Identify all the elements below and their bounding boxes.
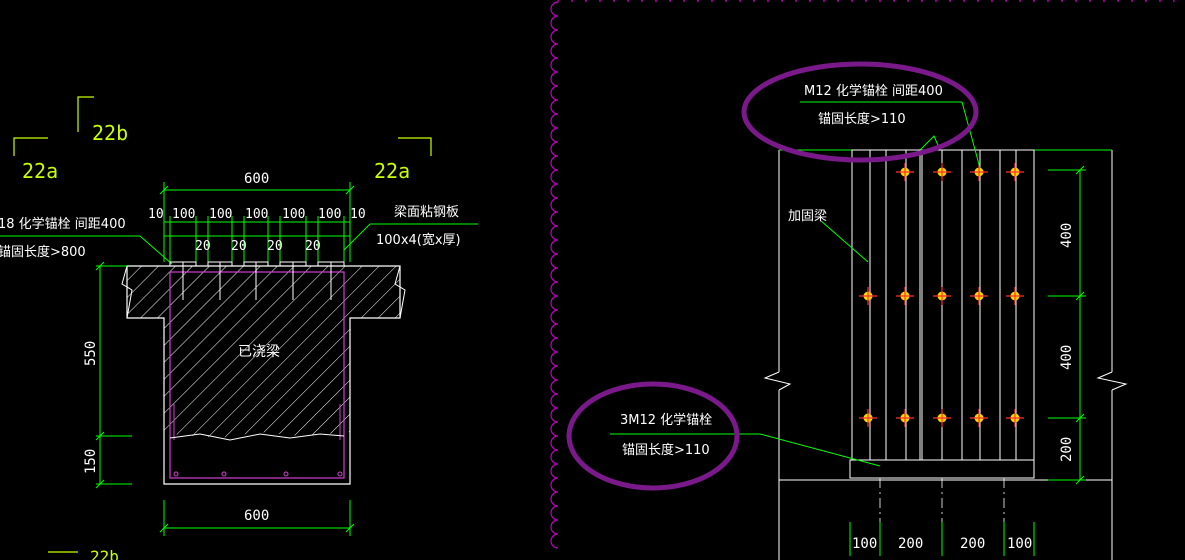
- dim-gap-label: 20: [267, 239, 283, 254]
- dim-gap-label: 20: [195, 239, 211, 254]
- dim-right-200: 200: [1059, 437, 1075, 462]
- dim-top-segment-label: 100: [318, 207, 341, 222]
- section-label-22a-right: 22a: [374, 159, 410, 183]
- existing-beam-label: 已浇梁: [238, 344, 280, 360]
- anchor-left-line2: 锚固长度>800: [0, 244, 86, 260]
- dim-top-segment-label: 100: [245, 207, 268, 222]
- callout-top-line1: M12 化学锚栓 间距400: [804, 83, 943, 99]
- section-label-22a-left: 22a: [22, 159, 58, 183]
- steel-plate-line1: 梁面粘钢板: [394, 205, 459, 220]
- right-elevation: 加固梁 400 400 200 100 200 200 100: [566, 61, 1128, 560]
- anchor-bolts: [859, 163, 1024, 427]
- dim-right-400-mid: 400: [1059, 345, 1075, 370]
- beam-section: [121, 261, 406, 485]
- steel-plate-line2: 100x4(宽x厚): [376, 232, 461, 248]
- dim-height-550-label: 550: [83, 341, 99, 366]
- anchor-left-leader: [0, 235, 173, 265]
- steel-plate-leader: [343, 223, 478, 251]
- dim-top-segment-label: 100: [282, 207, 305, 222]
- dim-right-vertical: [1048, 165, 1086, 485]
- section-mark-22a-left: [13, 137, 48, 156]
- section-mark-22b: [77, 96, 94, 132]
- dim-top-width-label: 600: [244, 171, 269, 187]
- dim-top-segment-label: 100: [172, 207, 195, 222]
- callout-bottom-line1: 3M12 化学锚栓: [620, 412, 712, 428]
- dim-right-400-top: 400: [1059, 223, 1075, 248]
- anchor-left-line1: 18 化学锚栓 间距400: [0, 216, 126, 232]
- dim-top-segment-label: 10: [148, 207, 164, 222]
- callout-top-ellipse: [741, 61, 979, 163]
- section-label-22b: 22b: [92, 121, 128, 145]
- callout-bottom-line2: 锚固长度>110: [622, 442, 710, 458]
- dim-bottom-100-right: 100: [1007, 536, 1032, 552]
- section-label-bottom: 22b: [90, 547, 119, 560]
- dim-bottom-100-left: 100: [852, 536, 877, 552]
- dim-gap-label: 20: [305, 239, 321, 254]
- stiffening-beam-label: 加固梁: [788, 209, 827, 224]
- section-mark-22a-right: [398, 137, 432, 156]
- revision-cloud: [550, 0, 1175, 549]
- dim-bottom-200-left: 200: [898, 536, 923, 552]
- dim-segments: [164, 216, 350, 262]
- dim-bottom-horizontal: [849, 522, 1035, 556]
- dim-top-segment-label: 100: [209, 207, 232, 222]
- dim-bottom-width-label: 600: [244, 508, 269, 524]
- dim-height-150-label: 150: [83, 449, 99, 474]
- dim-vertical: [95, 261, 132, 489]
- dim-bottom-200-right: 200: [960, 536, 985, 552]
- callout-bottom-ellipse: [566, 381, 740, 491]
- dim-gap-label: 20: [231, 239, 247, 254]
- dim-bottom-600: [159, 500, 355, 536]
- steel-strips: [849, 149, 1035, 479]
- left-section: 22b 22a 22a 600 10 100 100 100 100 100: [0, 96, 478, 560]
- dim-top-segment-labels: 10 100 100 100 100 100 10: [148, 207, 366, 222]
- callout-top-line2: 锚固长度>110: [818, 111, 906, 127]
- dim-top-segment-label: 10: [350, 207, 366, 222]
- dim-gap-labels: 20 20 20 20: [195, 239, 321, 254]
